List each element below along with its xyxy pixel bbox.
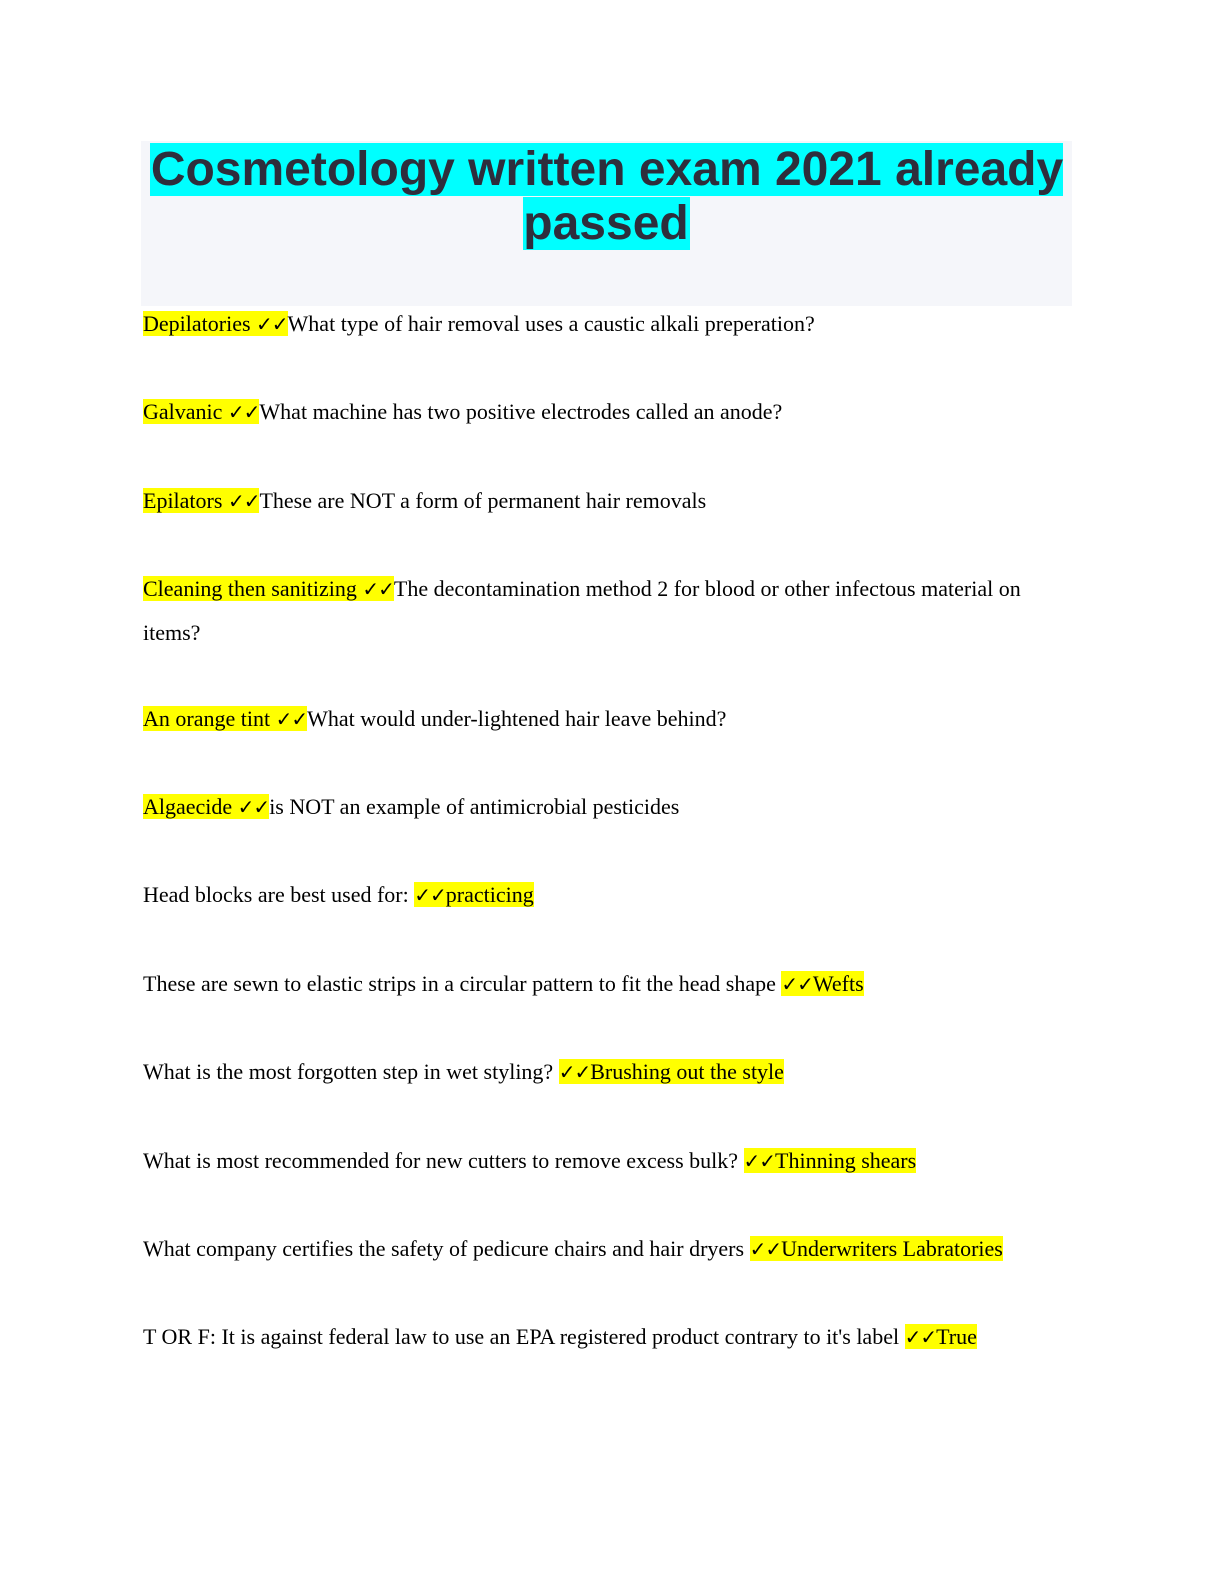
answer-text: Depilatories	[143, 311, 251, 336]
answer-text: Underwriters Labratories	[781, 1236, 1003, 1261]
double-check-icon: ✓✓	[904, 1325, 938, 1349]
answer-highlight: ✓✓Thinning shears	[743, 1148, 917, 1173]
answer-highlight: ✓✓Wefts	[781, 971, 864, 996]
double-check-icon: ✓✓	[743, 1149, 777, 1173]
double-check-icon: ✓✓	[237, 795, 271, 819]
qa-item-8: These are sewn to elastic strips in a ci…	[143, 962, 1083, 1006]
question-text: T OR F: It is against federal law to use…	[143, 1324, 905, 1349]
qa-item-1: Depilatories ✓✓What type of hair removal…	[143, 302, 1083, 346]
answer-highlight: ✓✓Underwriters Labratories	[749, 1236, 1003, 1261]
double-check-icon: ✓✓	[558, 1060, 592, 1084]
answer-text: An orange tint	[143, 706, 271, 731]
question-text: These are NOT a form of permanent hair r…	[259, 488, 707, 513]
qa-item-11: What company certifies the safety of ped…	[143, 1227, 1143, 1271]
answer-text: practicing	[445, 882, 534, 907]
qa-item-12: T OR F: It is against federal law to use…	[143, 1315, 1143, 1359]
answer-highlight: An orange tint ✓✓	[143, 706, 309, 731]
answer-text: Galvanic	[143, 399, 223, 424]
question-text: is NOT an example of antimicrobial pesti…	[269, 794, 680, 819]
question-text: What would under-lightened hair leave be…	[307, 706, 727, 731]
qa-item-3: Epilators ✓✓These are NOT a form of perm…	[143, 479, 1083, 523]
double-check-icon: ✓✓	[275, 707, 309, 731]
question-text: What company certifies the safety of ped…	[143, 1236, 750, 1261]
answer-highlight: Depilatories ✓✓	[143, 311, 289, 336]
answer-text: True	[936, 1324, 977, 1349]
question-text: What is the most forgotten step in wet s…	[143, 1059, 559, 1084]
qa-item-7: Head blocks are best used for: ✓✓practic…	[143, 873, 1083, 917]
double-check-icon: ✓✓	[362, 577, 395, 601]
qa-item-10: What is most recommended for new cutters…	[143, 1139, 1083, 1183]
answer-highlight: ✓✓Brushing out the style	[558, 1059, 784, 1084]
answer-text: Algaecide	[143, 794, 233, 819]
document-title-text: Cosmetology written exam 2021 already pa…	[149, 143, 1064, 250]
document-title: Cosmetology written exam 2021 already pa…	[141, 141, 1072, 251]
question-text: What is most recommended for new cutters…	[143, 1148, 744, 1173]
answer-text: Brushing out the style	[590, 1059, 784, 1084]
question-text: The decontamination method 2 for blood o…	[143, 576, 1021, 645]
question-text: Head blocks are best used for:	[143, 882, 415, 907]
qa-item-4: Cleaning then sanitizing ✓✓The decontami…	[143, 567, 1078, 655]
qa-item-5: An orange tint ✓✓What would under-lighte…	[143, 697, 1083, 741]
answer-highlight: Cleaning then sanitizing ✓✓	[143, 576, 395, 601]
answer-highlight: Epilators ✓✓	[143, 488, 261, 513]
double-check-icon: ✓✓	[256, 312, 289, 336]
qa-item-2: Galvanic ✓✓What machine has two positive…	[143, 390, 1083, 434]
answer-highlight: Galvanic ✓✓	[143, 399, 261, 424]
answer-text: Epilators	[143, 488, 223, 513]
answer-highlight: Algaecide ✓✓	[143, 794, 271, 819]
question-text: These are sewn to elastic strips in a ci…	[143, 971, 782, 996]
answer-text: Thinning shears	[775, 1148, 917, 1173]
double-check-icon: ✓✓	[414, 883, 447, 907]
double-check-icon: ✓✓	[749, 1237, 783, 1261]
double-check-icon: ✓✓	[227, 400, 261, 424]
answer-text: Wefts	[812, 971, 864, 996]
answer-highlight: ✓✓True	[904, 1324, 977, 1349]
qa-item-9: What is the most forgotten step in wet s…	[143, 1050, 1083, 1094]
question-text: What machine has two positive electrodes…	[259, 399, 783, 424]
answer-highlight: ✓✓practicing	[414, 882, 534, 907]
question-text: What type of hair removal uses a caustic…	[287, 311, 815, 336]
qa-item-6: Algaecide ✓✓is NOT an example of antimic…	[143, 785, 1083, 829]
double-check-icon: ✓✓	[227, 489, 261, 513]
double-check-icon: ✓✓	[781, 972, 814, 996]
answer-text: Cleaning then sanitizing	[143, 576, 357, 601]
